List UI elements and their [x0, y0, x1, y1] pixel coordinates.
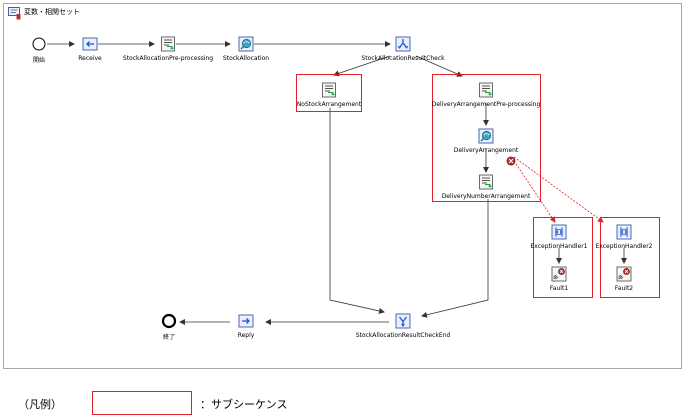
node-label: 終了 [162, 334, 176, 341]
node-label: Fault1 [549, 285, 569, 292]
exception-handler-icon [551, 224, 567, 240]
reply-activity-icon [238, 313, 254, 329]
data-transform-icon [478, 174, 494, 190]
edge-check-deliverypre [415, 55, 463, 77]
node-label: ExceptionHandler1 [530, 243, 588, 250]
node-receive[interactable]: Receive [78, 36, 102, 62]
process-canvas[interactable]: 変数・相関セット [3, 3, 682, 369]
start-event-icon [31, 36, 47, 52]
edge-check-nostock [333, 55, 391, 77]
node-label: StockAllocationPre-processing [122, 55, 214, 62]
subsequence-no-stock[interactable] [296, 74, 362, 112]
node-no-stock-arrangement[interactable]: NoStockArrangement [297, 82, 361, 108]
node-label: Fault2 [614, 285, 634, 292]
data-transform-icon [321, 82, 337, 98]
node-label: 開始 [32, 57, 46, 64]
node-start[interactable]: 開始 [31, 36, 47, 64]
edge-delivery-handler1 [511, 157, 556, 223]
node-label: StockAllocationResultCheckEnd [355, 332, 451, 339]
subsequence-exception-2[interactable] [600, 217, 660, 298]
node-stock-allocation-result-check-end[interactable]: StockAllocationResultCheckEnd [356, 313, 450, 339]
node-fault-2[interactable]: Fault2 [615, 266, 633, 292]
exception-catch-icon[interactable] [506, 151, 516, 166]
node-fault-1[interactable]: Fault1 [550, 266, 568, 292]
node-delivery-number-arrangement[interactable]: DeliveryNumberArrangement [442, 174, 530, 200]
node-stock-allocation[interactable]: StockAllocation [223, 36, 269, 62]
node-label: StockAllocationResultCheck [361, 55, 445, 62]
node-label: Reply [237, 332, 255, 339]
variable-set-label[interactable]: 変数・相関セット [24, 8, 80, 16]
edge-deliverynum-checkend [421, 199, 489, 318]
end-event-icon [161, 313, 177, 329]
node-label: DeliveryNumberArrangement [441, 193, 531, 200]
node-reply[interactable]: Reply [238, 313, 254, 339]
node-delivery-arrangement[interactable]: DeliveryArrangement [454, 128, 518, 154]
edge-delivery-handler2 [513, 156, 604, 223]
legend-subsequence-sample [92, 391, 192, 415]
node-label: StockAllocation [222, 55, 270, 62]
variable-set-icon[interactable] [8, 5, 22, 20]
edge-nostock-checkend [329, 108, 385, 314]
node-label: NoStockArrangement [296, 101, 362, 108]
node-label: DeliveryArrangementPre-processing [431, 101, 541, 108]
receive-activity-icon [82, 36, 98, 52]
fault-icon [551, 266, 567, 282]
node-label: DeliveryArrangement [453, 147, 519, 154]
service-invoke-icon [238, 36, 254, 52]
node-delivery-pre-processing[interactable]: DeliveryArrangementPre-processing [432, 82, 540, 108]
node-exception-handler-2[interactable]: ExceptionHandler2 [596, 224, 652, 250]
node-end[interactable]: 終了 [161, 313, 177, 341]
legend-subsequence-label: ：サブシーケンス [200, 398, 288, 411]
data-transform-icon [160, 36, 176, 52]
service-invoke-icon [478, 128, 494, 144]
data-transform-icon [478, 82, 494, 98]
exception-handler-icon [616, 224, 632, 240]
fault-icon [616, 266, 632, 282]
node-label: ExceptionHandler2 [595, 243, 653, 250]
subsequence-exception-1[interactable] [533, 217, 593, 298]
node-label: Receive [78, 55, 102, 62]
node-exception-handler-1[interactable]: ExceptionHandler1 [531, 224, 587, 250]
legend-title: （凡例） [18, 398, 62, 411]
node-stock-allocation-result-check[interactable]: StockAllocationResultCheck [361, 36, 445, 62]
branch-end-icon [395, 313, 411, 329]
subsequence-delivery[interactable] [432, 74, 541, 202]
node-stock-pre-processing[interactable]: StockAllocationPre-processing [123, 36, 213, 62]
branch-icon [395, 36, 411, 52]
flow-edges [47, 41, 627, 325]
